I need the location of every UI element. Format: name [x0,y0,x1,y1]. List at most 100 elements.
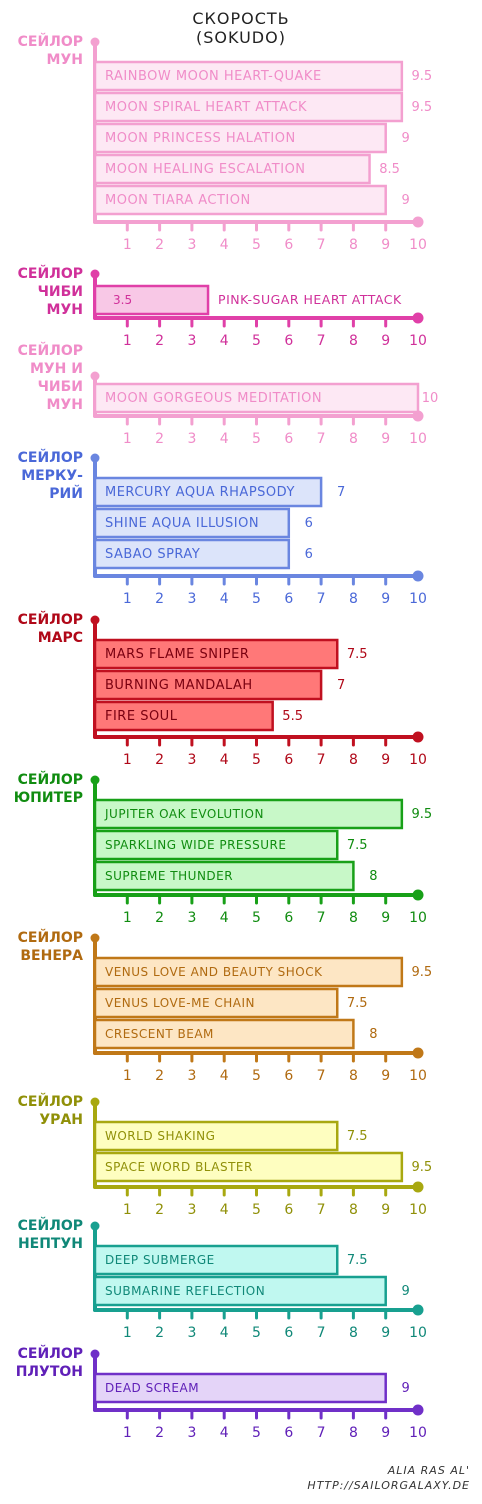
x-tick-label: 6 [284,591,293,607]
x-tick-label: 9 [381,1202,390,1218]
chart-title-line1: СКОРОСТЬ [192,9,290,28]
x-tick-label: 4 [220,333,229,349]
x-tick-label: 9 [381,910,390,926]
x-tick-label: 8 [349,1325,358,1341]
x-tick-label: 4 [220,237,229,253]
x-tick-label: 2 [155,1325,164,1341]
x-tick-label: 3 [187,1202,196,1218]
x-tick-label: 2 [155,910,164,926]
x-tick-label: 6 [284,910,293,926]
character-name-line: МУН И [30,361,83,377]
x-tick-label: 3 [187,910,196,926]
bar-category-label: MERCURY AQUA RHAPSODY [105,485,295,500]
character-name-line: МУН [47,397,83,413]
x-tick-label: 8 [349,1202,358,1218]
bar-category-label: VENUS LOVE-ME CHAIN [105,996,255,1010]
bar-value-label: 8.5 [379,162,400,177]
x-tick-label: 6 [284,1425,293,1441]
bar-category-label: FIRE SOUL [105,709,178,724]
x-tick-label: 8 [349,333,358,349]
character-name-line: ПЛУТОН [16,1364,83,1380]
x-tick-label: 7 [317,431,326,447]
y-axis-cap [90,775,100,785]
x-tick-label: 4 [220,591,229,607]
bar [93,1151,404,1183]
x-axis-cap [412,216,424,228]
bar-value-label: 7.5 [347,1129,368,1144]
y-axis-cap [90,615,100,625]
character-name-line: СЕЙЛОР [18,771,83,788]
x-tick-label: 7 [317,237,326,253]
bar-value-label: 6 [305,516,313,531]
x-tick-label: 4 [220,910,229,926]
x-tick-label: 2 [155,752,164,768]
character-name-line: НЕПТУН [18,1236,83,1252]
x-tick-label: 4 [220,431,229,447]
bar-category-label: DEEP SUBMERGE [105,1253,215,1267]
x-tick-label: 9 [381,237,390,253]
x-tick-label: 5 [252,237,261,253]
x-tick-label: 9 [381,333,390,349]
character-name-line: СЕЙЛОР [18,1217,83,1234]
x-tick-label: 4 [220,1068,229,1084]
bar-category-label: SPACE WORD BLASTER [105,1160,253,1174]
bar-category-label: SPARKLING WIDE PRESSURE [105,838,286,852]
x-tick-label: 1 [123,1202,132,1218]
bar-category-label: CRESCENT BEAM [105,1027,214,1041]
y-axis-cap [90,1097,100,1107]
x-tick-label: 4 [220,1202,229,1218]
x-tick-label: 10 [409,1325,427,1341]
bar-category-label: MOON GORGEOUS MEDITATION [105,391,322,406]
bar [93,1372,387,1404]
x-tick-label: 10 [409,1425,427,1441]
character-name-line: УРАН [39,1112,83,1128]
x-tick-label: 5 [252,1325,261,1341]
x-tick-label: 6 [284,1202,293,1218]
bar-category-label: SUPREME THUNDER [105,869,233,883]
x-tick-label: 7 [317,910,326,926]
x-tick-label: 2 [155,591,164,607]
x-tick-label: 5 [252,1068,261,1084]
bar-value-label: 9.5 [412,965,433,980]
x-tick-label: 1 [123,591,132,607]
x-axis-cap [412,312,424,324]
bar [93,829,339,861]
x-tick-label: 1 [123,237,132,253]
bar-value-label: 8 [369,1027,377,1042]
bar [93,507,291,539]
x-tick-label: 8 [349,752,358,768]
character-name-line: ЧИБИ [38,379,83,395]
bar [93,956,404,988]
bar-value-label: 5.5 [282,709,303,724]
character-name-line: РИЙ [49,485,83,502]
site-url: HTTP://SAILORGALAXY.DE [307,1479,470,1492]
x-tick-label: 6 [284,333,293,349]
bar-category-label: JUPITER OAK EVOLUTION [104,807,264,821]
bar [93,60,404,92]
bar [93,284,210,316]
x-tick-label: 6 [284,1068,293,1084]
bar [93,1120,339,1152]
character-name-line: МЕРКУ- [21,468,83,484]
x-tick-label: 8 [349,910,358,926]
character-name-line: МУН [47,302,83,318]
character-name-line: МУН [47,52,83,68]
bar-category-label: SHINE AQUA ILLUSION [105,516,259,531]
bar-value-label: 7 [337,485,345,500]
x-tick-label: 3 [187,431,196,447]
bar-value-label: 10 [422,391,439,406]
x-tick-label: 7 [317,752,326,768]
x-tick-label: 3 [187,591,196,607]
x-tick-label: 2 [155,1068,164,1084]
y-axis-cap [90,37,100,47]
x-axis-cap [412,889,424,901]
bar-value-label: 9.5 [412,807,433,822]
x-tick-label: 7 [317,1202,326,1218]
author-credit: ALIA RAS AL' [387,1464,470,1477]
bar [93,860,355,892]
x-tick-label: 9 [381,591,390,607]
y-axis-cap [90,1349,100,1359]
x-tick-label: 7 [317,1325,326,1341]
x-tick-label: 2 [155,1425,164,1441]
